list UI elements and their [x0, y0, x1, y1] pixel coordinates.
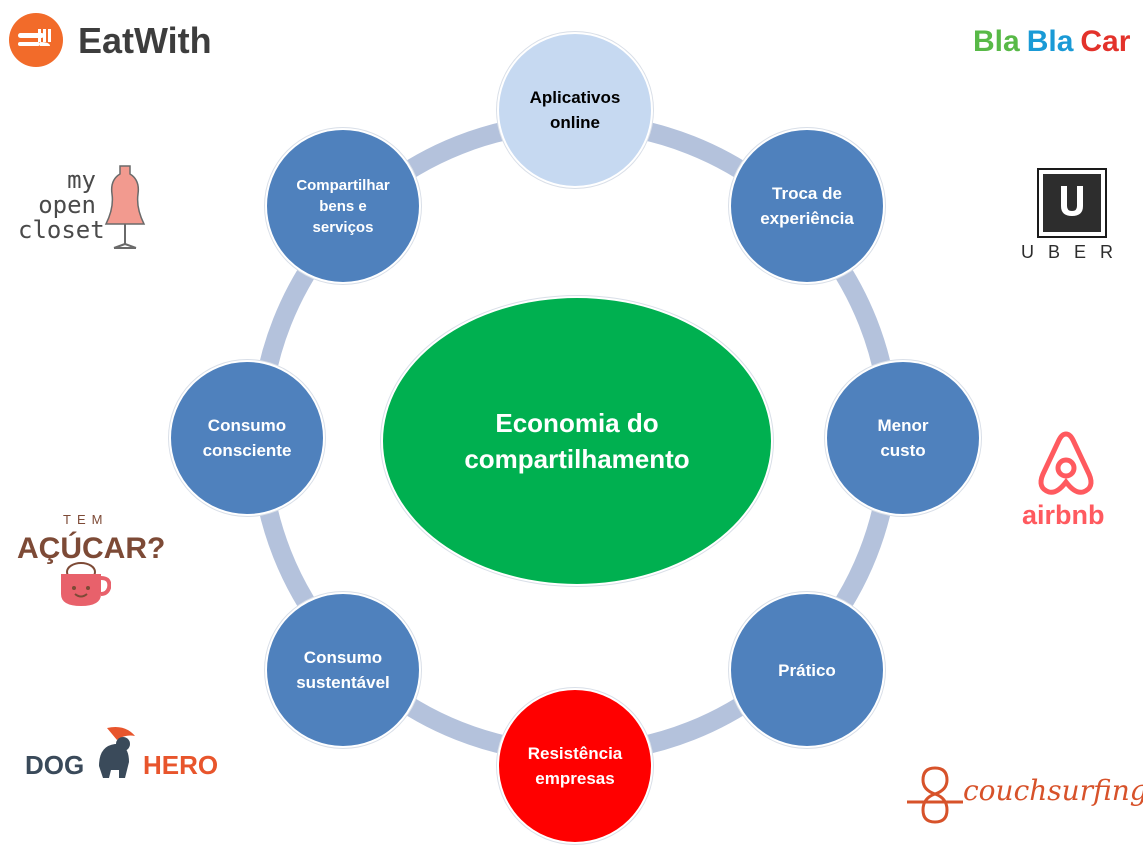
- myopencloset-logo: my open closet: [18, 160, 148, 255]
- myopencloset-line-1: my: [67, 166, 96, 194]
- myopencloset-line-3: closet: [18, 216, 105, 244]
- myopencloset-wordmark: my open closet: [18, 166, 105, 244]
- temacucar-main-text: AÇÚCAR?: [17, 532, 166, 565]
- couchsurfing-wordmark: couchsurfing: [963, 774, 1143, 807]
- myopencloset-line-2: open: [38, 191, 96, 219]
- airbnb-logo: airbnb: [1020, 430, 1115, 530]
- node-troca-de-experiencia: Troca de experiência: [729, 128, 885, 284]
- doghero-hero-text: HERO: [143, 750, 219, 780]
- doghero-dog-text: DOG: [25, 750, 85, 780]
- sugar-mug-icon: [61, 562, 111, 606]
- node-consumo-consciente: Consumo consciente: [169, 360, 325, 516]
- node-consumo-sustentavel: Consumo sustentável: [265, 592, 421, 748]
- temacucar-logo: TEM AÇÚCAR?: [15, 510, 165, 610]
- node-pratico: Prático: [729, 592, 885, 748]
- blablacar-part-3: Car: [1080, 25, 1131, 58]
- node-resistencia-empresas: Resistência empresas: [497, 688, 653, 844]
- blablacar-part-2: Bla: [1026, 25, 1074, 58]
- eatwith-wordmark: EatWith: [78, 20, 212, 61]
- eatwith-logo: EatWith: [8, 12, 228, 70]
- blablacar-part-1: Bla: [973, 25, 1020, 58]
- temacucar-top-text: TEM: [63, 512, 109, 527]
- dress-form-icon: [104, 165, 146, 249]
- couchsurfing-logo: couchsurfing: [905, 760, 1143, 835]
- couchsurfing-swirl-icon: [907, 766, 963, 824]
- uber-logo: UBER: [1015, 168, 1130, 263]
- node-aplicativos-online: Aplicativos online: [497, 32, 653, 188]
- uber-wordmark: UBER: [1021, 242, 1128, 262]
- node-compartilhar-bens: Compartilhar bens e serviços: [265, 128, 421, 284]
- node-menor-custo: Menor custo: [825, 360, 981, 516]
- doghero-logo: DOG HERO: [25, 722, 218, 787]
- dog-cape-icon: [99, 727, 135, 778]
- airbnb-wordmark: airbnb: [1022, 500, 1105, 530]
- uber-u-icon: [1037, 168, 1107, 238]
- airbnb-belo-icon: [1038, 431, 1094, 495]
- fork-knife-icon: [9, 13, 63, 67]
- center-node-economia: Economia do compartilhamento: [381, 296, 773, 586]
